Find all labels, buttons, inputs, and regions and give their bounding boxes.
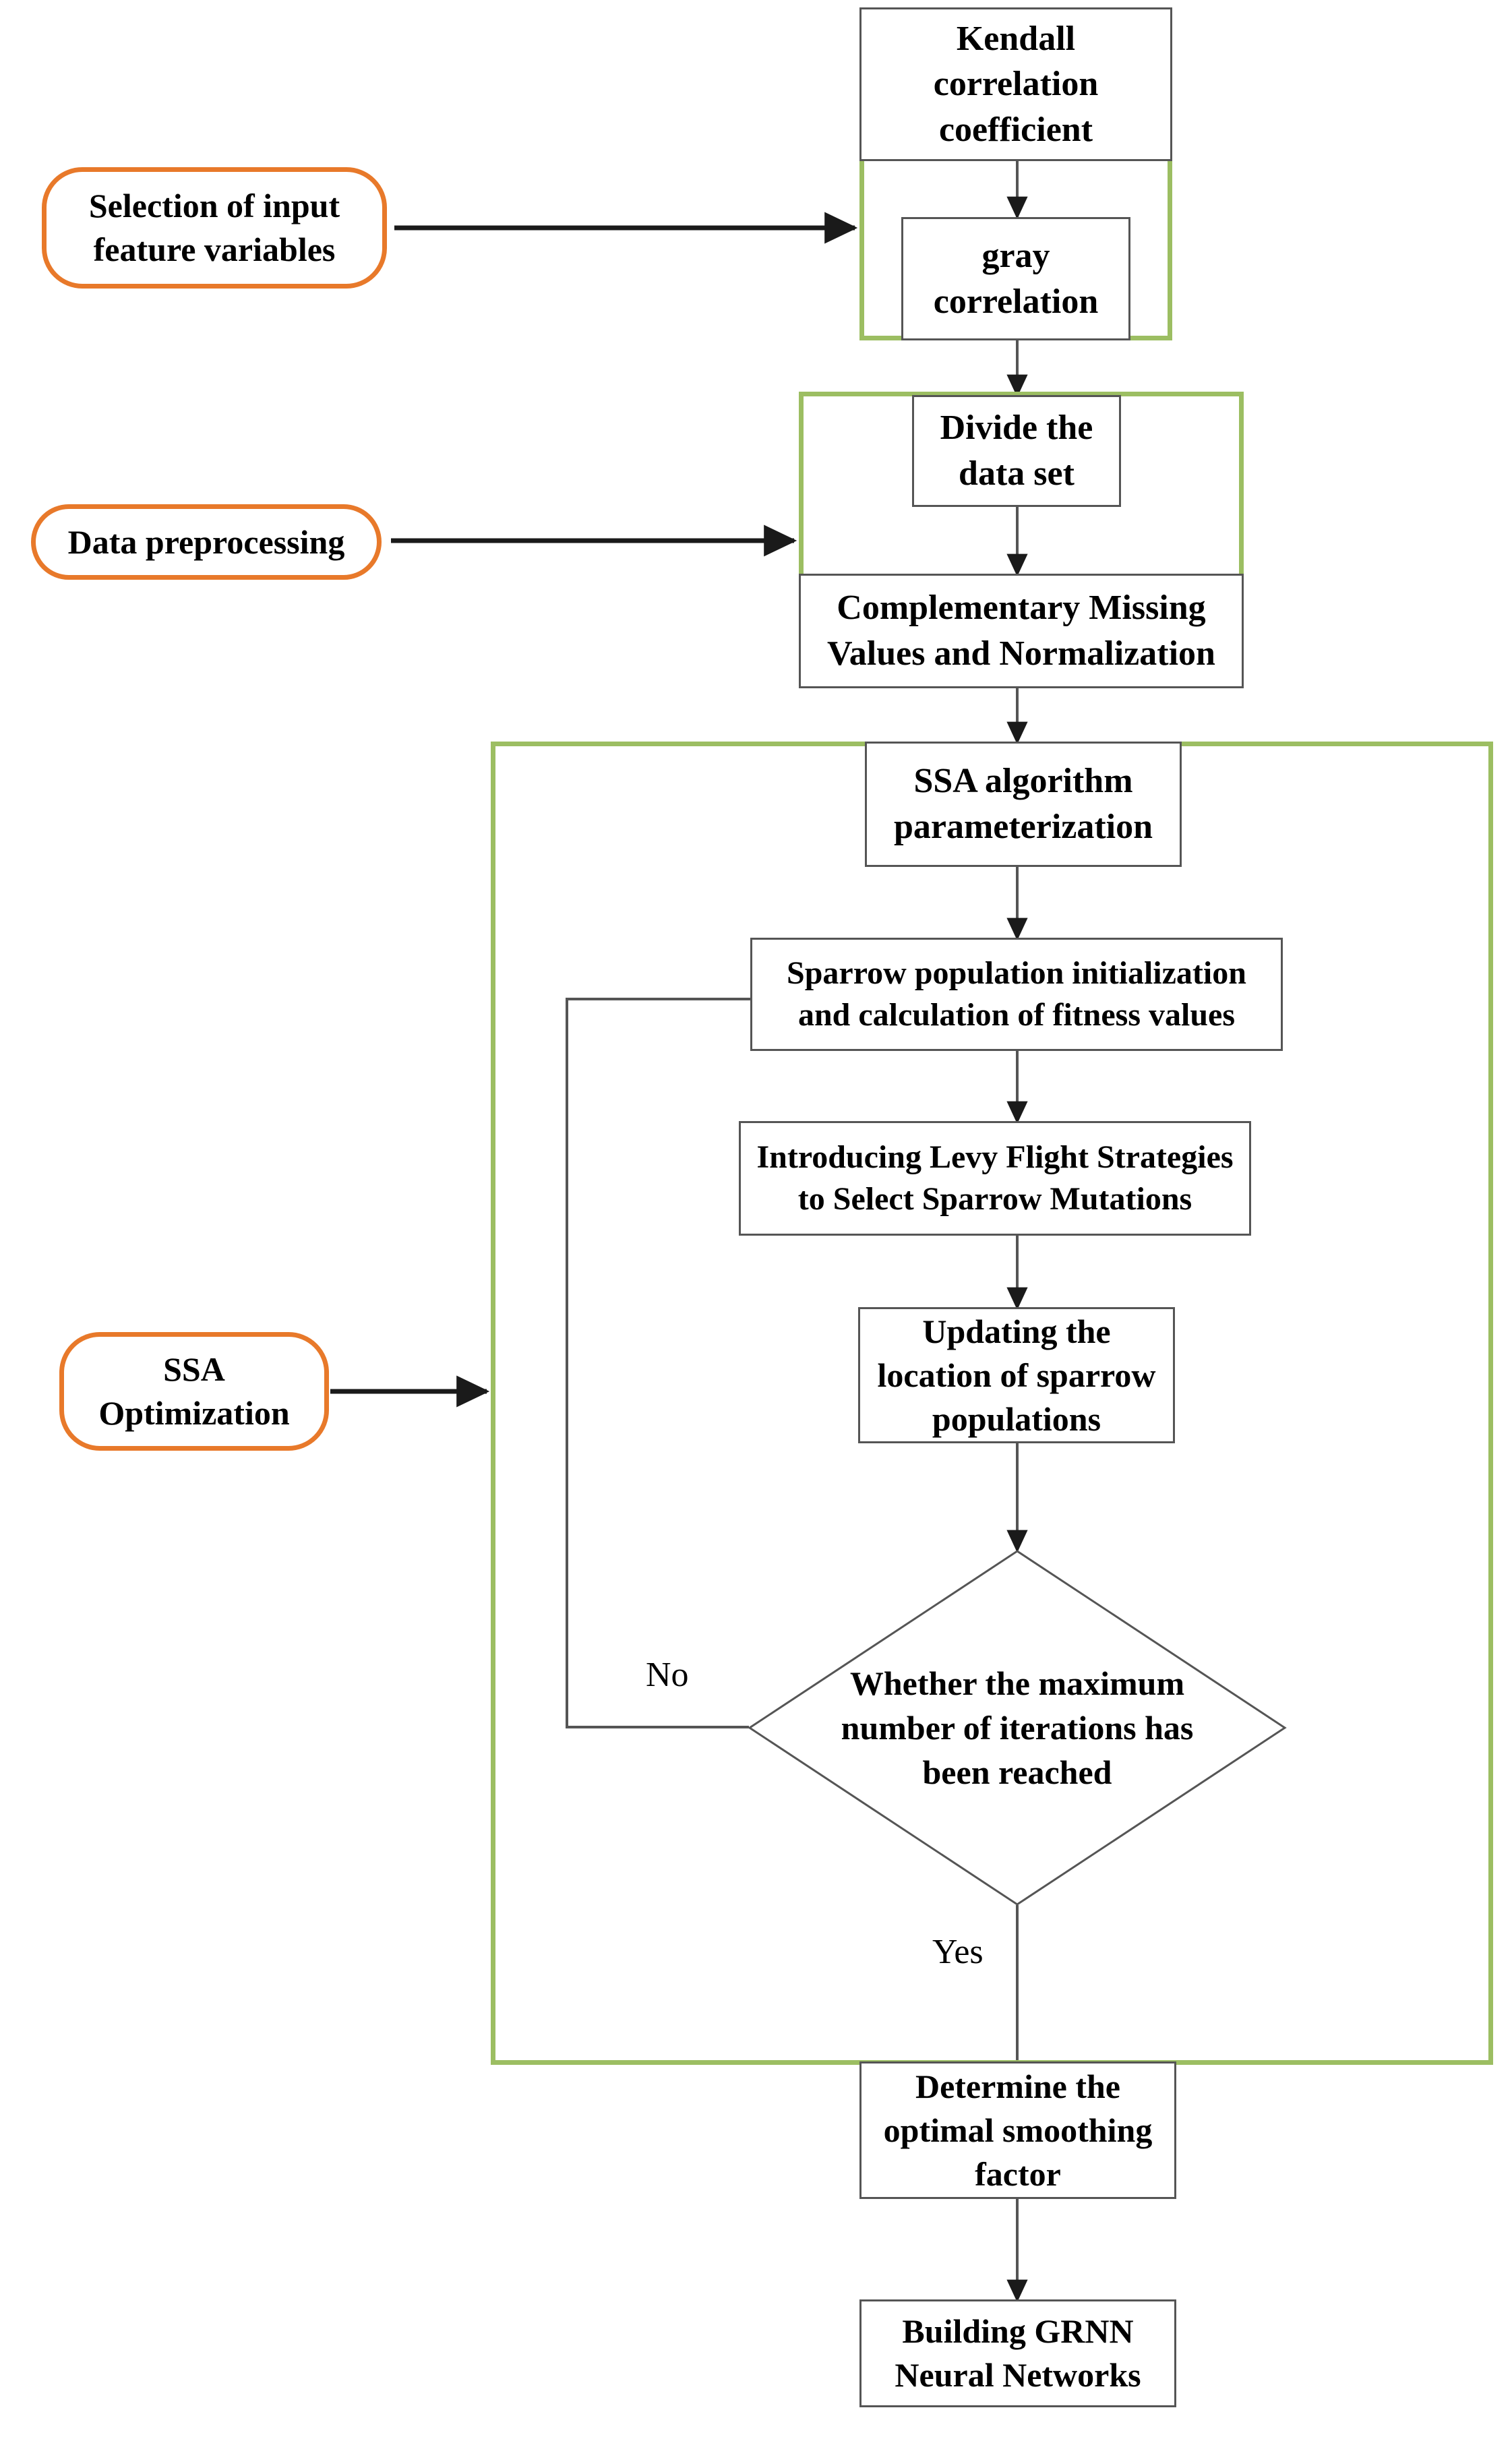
edge-label-no: No: [646, 1656, 689, 1694]
node-update-location[interactable]: Updating the location of sparrow populat…: [858, 1307, 1175, 1443]
node-ssa-parameterization[interactable]: SSA algorithm parameterization: [865, 742, 1182, 867]
node-divide-dataset-label: Divide the data set: [940, 409, 1093, 493]
decision-max-iterations[interactable]: Whether the maximum number of iterations…: [748, 1549, 1287, 1906]
node-sparrow-init[interactable]: Sparrow population initialization and ca…: [750, 938, 1283, 1051]
node-kendall[interactable]: Kendall correlation coefficient: [859, 7, 1172, 161]
node-build-grnn[interactable]: Building GRNN Neural Networks: [859, 2299, 1176, 2407]
stage-input-selection[interactable]: Selection of input feature variables: [42, 167, 387, 289]
node-sparrow-init-label: Sparrow population initialization and ca…: [787, 955, 1246, 1033]
node-levy-flight[interactable]: Introducing Levy Flight Strategies to Se…: [739, 1121, 1251, 1236]
stage-input-selection-label: Selection of input feature variables: [88, 187, 340, 268]
node-complementary-missing-label: Complementary Missing Values and Normali…: [827, 589, 1215, 673]
node-ssa-parameterization-label: SSA algorithm parameterization: [893, 762, 1153, 846]
stage-ssa-optimization[interactable]: SSA Optimization: [59, 1332, 329, 1451]
node-divide-dataset[interactable]: Divide the data set: [912, 395, 1121, 507]
node-build-grnn-label: Building GRNN Neural Networks: [895, 2312, 1141, 2394]
node-levy-flight-label: Introducing Levy Flight Strategies to Se…: [756, 1139, 1234, 1217]
edge-label-yes: Yes: [932, 1933, 984, 1971]
node-update-location-label: Updating the location of sparrow populat…: [877, 1312, 1156, 1438]
decision-max-iterations-label: Whether the maximum number of iterations…: [841, 1664, 1194, 1791]
node-complementary-missing[interactable]: Complementary Missing Values and Normali…: [799, 574, 1244, 688]
node-gray-correlation[interactable]: gray correlation: [901, 217, 1130, 340]
decision-diamond-shape: [748, 1550, 1287, 1906]
stage-data-preprocessing[interactable]: Data preprocessing: [31, 504, 382, 580]
stage-ssa-optimization-label: SSA Optimization: [98, 1350, 290, 1432]
node-determine-smoothing-label: Determine the optimal smoothing factor: [883, 2067, 1153, 2193]
stage-data-preprocessing-label: Data preprocessing: [67, 522, 345, 561]
node-kendall-label: Kendall correlation coefficient: [933, 19, 1099, 149]
node-gray-correlation-label: gray correlation: [933, 236, 1099, 321]
node-determine-smoothing[interactable]: Determine the optimal smoothing factor: [859, 2061, 1176, 2199]
